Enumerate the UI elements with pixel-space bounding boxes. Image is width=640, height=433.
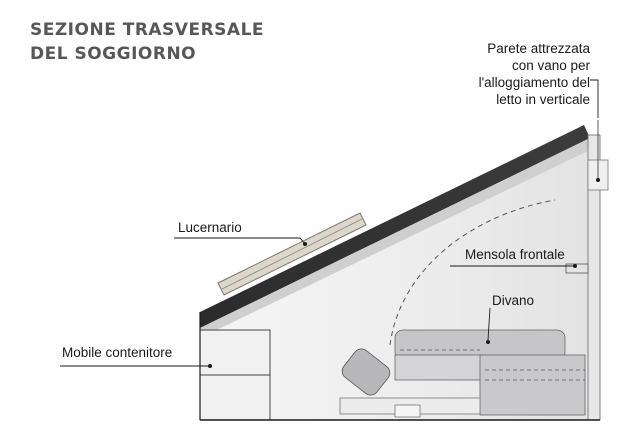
bed-rotation-arc <box>389 199 556 346</box>
label-lucernario: Lucernario <box>178 220 242 235</box>
skylight-edge <box>221 218 363 290</box>
label-divano: Divano <box>492 293 535 308</box>
label-parete-attrezzata: Parete attrezzata con vano per l'alloggi… <box>479 40 590 108</box>
leader-divano <box>487 307 491 341</box>
title-line-2: DEL SOGGIORNO <box>30 44 197 64</box>
diagram-title: SEZIONE TRASVERSALE DEL SOGGIORNO <box>30 18 264 66</box>
label-mobile-contenitore: Mobile contenitore <box>62 345 173 360</box>
title-line-1: SEZIONE TRASVERSALE <box>30 20 265 40</box>
roof-slab <box>200 125 590 328</box>
front-shelf <box>565 263 589 274</box>
leader-dots <box>208 178 600 368</box>
parete-line-2: con vano per <box>511 58 590 73</box>
roof-underside <box>200 138 594 338</box>
parete-line-1: Parete attrezzata <box>487 41 590 56</box>
parete-line-4: letto in verticale <box>496 92 590 107</box>
label-mensola-frontale: Mensola frontale <box>465 247 565 262</box>
parete-line-3: l'alloggiamento del <box>478 75 590 90</box>
sofa <box>339 329 586 418</box>
leader-lines <box>60 79 599 367</box>
leader-lucernario <box>174 237 306 245</box>
leader-parete <box>590 79 599 118</box>
